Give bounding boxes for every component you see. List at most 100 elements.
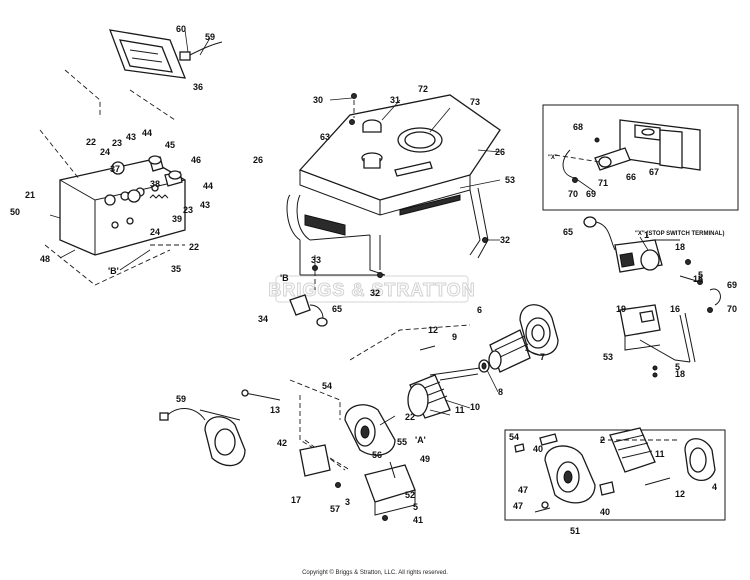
callout-22c: 22 bbox=[405, 412, 415, 422]
callout-11b: 11 bbox=[655, 449, 665, 459]
callout-40: 40 bbox=[533, 444, 543, 454]
callout-56: 56 bbox=[372, 450, 382, 460]
callout-36: 36 bbox=[193, 82, 203, 92]
callout-16: 16 bbox=[670, 304, 680, 314]
callout-50: 50 bbox=[10, 207, 20, 217]
bracket-rod-assembly bbox=[619, 304, 696, 378]
callout-23: 23 bbox=[112, 138, 122, 148]
callout-34: 34 bbox=[258, 314, 268, 324]
callout-11: 11 bbox=[455, 405, 465, 415]
callout-15: 15 bbox=[693, 274, 703, 284]
callout-70: 70 bbox=[568, 189, 578, 199]
watermark: BRIGGS & STRATTON bbox=[268, 275, 475, 303]
watermark-text: BRIGGS & STRATTON bbox=[268, 280, 475, 300]
callout-26b: 26 bbox=[495, 147, 505, 157]
callout-22: 22 bbox=[86, 137, 96, 147]
callout-59b: 59 bbox=[176, 394, 186, 404]
callout-33: 33 bbox=[311, 255, 321, 265]
callout-54b: 54 bbox=[509, 432, 519, 442]
callout-5c: 5 bbox=[413, 502, 418, 512]
callout-65: 65 bbox=[332, 304, 342, 314]
callout-44b: 44 bbox=[203, 181, 213, 191]
callout-32: 32 bbox=[500, 235, 510, 245]
callout-63: 63 bbox=[320, 132, 330, 142]
callout-23b: 23 bbox=[183, 205, 193, 215]
callout-17: 17 bbox=[291, 495, 301, 505]
copyright-notice: Copyright © Briggs & Stratton, LLC. All … bbox=[302, 570, 448, 576]
callout-2: 2 bbox=[600, 435, 605, 445]
alternator-assembly bbox=[241, 304, 559, 521]
callout-5b: 5 bbox=[698, 270, 703, 280]
callout-7: 7 bbox=[540, 352, 545, 362]
callout-41: 41 bbox=[413, 515, 423, 525]
control-panel-assembly bbox=[39, 29, 223, 286]
callout-22b: 22 bbox=[189, 242, 199, 252]
callout-48: 48 bbox=[40, 254, 50, 264]
callout-46: 46 bbox=[191, 155, 201, 165]
callout-38: 38 bbox=[150, 179, 160, 189]
alternate-alternator-inset bbox=[504, 427, 726, 521]
callout-47b: 47 bbox=[513, 501, 523, 511]
callout-70b: 70 bbox=[727, 304, 737, 314]
callout-44: 44 bbox=[142, 128, 152, 138]
callout-43b: 43 bbox=[200, 200, 210, 210]
callout-69: 69 bbox=[586, 189, 596, 199]
callout-53: 53 bbox=[505, 175, 515, 185]
callout-59: 59 bbox=[205, 32, 215, 42]
callout-39: 39 bbox=[172, 214, 182, 224]
callout-47: 47 bbox=[518, 485, 528, 495]
callout-5: 5 bbox=[675, 362, 680, 372]
callout-54: 54 bbox=[322, 381, 332, 391]
callout-6: 6 bbox=[477, 305, 482, 315]
callout-3: 3 bbox=[345, 497, 350, 507]
callout-65b: 65 bbox=[563, 227, 573, 237]
callout-43: 43 bbox=[126, 132, 136, 142]
end-cover-left bbox=[159, 408, 246, 467]
label-x-left: "X" bbox=[548, 155, 558, 161]
callout-53b: 53 bbox=[603, 352, 613, 362]
callout-49: 49 bbox=[420, 454, 430, 464]
stop-switch-terminal bbox=[583, 216, 721, 313]
callout-12b: 12 bbox=[675, 489, 685, 499]
fuel-valve bbox=[289, 294, 328, 327]
callout-12: 12 bbox=[428, 325, 438, 335]
callout-66: 66 bbox=[626, 172, 636, 182]
stop-switch-inset bbox=[542, 104, 739, 211]
callout-60: 60 bbox=[176, 24, 186, 34]
callout-68: 68 bbox=[573, 122, 583, 132]
callout-1: 1 bbox=[644, 230, 649, 240]
callouts: 1 2 3 4 5 5 5 6 7 8 9 10 11 11 12 12 13 … bbox=[10, 24, 737, 536]
callout-37: 37 bbox=[110, 164, 120, 174]
callout-73: 73 bbox=[470, 97, 480, 107]
callout-10: 10 bbox=[470, 402, 480, 412]
leader-lines bbox=[49, 29, 649, 426]
callout-52: 52 bbox=[405, 490, 415, 500]
callout-8: 8 bbox=[498, 387, 503, 397]
callout-18: 18 bbox=[675, 242, 685, 252]
label-b-left: 'B' bbox=[108, 266, 119, 276]
callout-9: 9 bbox=[452, 332, 457, 342]
callout-13: 13 bbox=[270, 405, 280, 415]
callout-4: 4 bbox=[712, 482, 717, 492]
callout-57: 57 bbox=[330, 504, 340, 514]
label-stop-switch-terminal: "X" (STOP SWITCH TERMINAL) bbox=[635, 231, 724, 237]
callout-71: 71 bbox=[598, 178, 608, 188]
callout-35: 35 bbox=[171, 264, 181, 274]
callout-72: 72 bbox=[418, 84, 428, 94]
callout-32b: 32 bbox=[370, 288, 380, 298]
label-a: 'A' bbox=[415, 435, 426, 445]
callout-55: 55 bbox=[397, 437, 407, 447]
callout-42: 42 bbox=[277, 438, 287, 448]
callout-51: 51 bbox=[570, 526, 580, 536]
callout-19: 19 bbox=[616, 304, 626, 314]
callout-31: 31 bbox=[390, 95, 400, 105]
callout-69b: 69 bbox=[727, 280, 737, 290]
label-b-right: 'B bbox=[280, 273, 289, 283]
callout-40b: 40 bbox=[600, 507, 610, 517]
callout-26: 26 bbox=[253, 155, 263, 165]
callout-30: 30 bbox=[313, 95, 323, 105]
callout-18b: 18 bbox=[675, 369, 685, 379]
callout-21: 21 bbox=[25, 190, 35, 200]
callout-45: 45 bbox=[165, 140, 175, 150]
